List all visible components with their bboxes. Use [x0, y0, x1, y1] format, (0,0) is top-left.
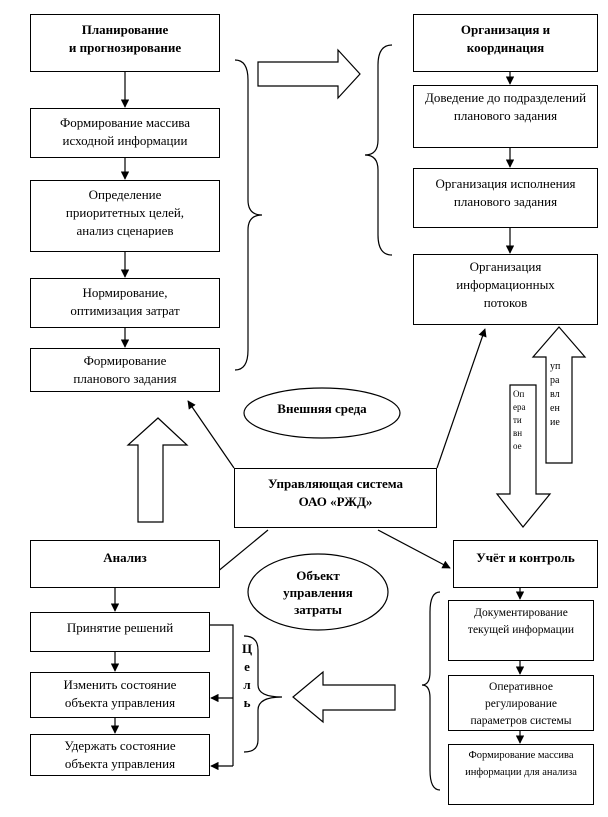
- organization-step-3: Организация информационных потоков: [413, 254, 598, 325]
- organization-step-1: Доведение до подразделений планового зад…: [413, 85, 598, 148]
- planning-step-3: Нормирование, оптимизация затрат: [30, 278, 220, 328]
- object-label: Объект управления затраты: [283, 568, 353, 617]
- analysis-step-2: Изменить состояние объекта управления: [30, 672, 210, 718]
- goal-label: Ц е л ь: [241, 641, 253, 710]
- planning-step-2: Определение приоритетных целей, анализ с…: [30, 180, 220, 252]
- planning-box: Планирование и прогнозирование: [30, 14, 220, 72]
- accounting-box: Учёт и контроль: [453, 540, 598, 588]
- control-system-box: Управляющая система ОАО «РЖД»: [234, 468, 437, 528]
- planning-step-4: Формирование планового задания: [30, 348, 220, 392]
- analysis-step-1: Принятие решений: [30, 612, 210, 652]
- planning-step-1: Формирование массива исходной информации: [30, 108, 220, 158]
- organization-box: Организация и координация: [413, 14, 598, 72]
- analysis-box: Анализ: [30, 540, 220, 588]
- accounting-step-2: Оперативное регулирование параметров сис…: [448, 675, 594, 731]
- accounting-step-3: Формирование массива информации для анал…: [448, 744, 594, 805]
- operative-arrow-label: Оп ера ти вн ое: [513, 389, 526, 451]
- organization-step-2: Организация исполнения планового задания: [413, 168, 598, 228]
- control-arrow-label: уп ра вл ен ие: [550, 361, 561, 428]
- external-environment-label: Внешняя среда: [277, 401, 367, 416]
- accounting-step-1: Документирование текущей информации: [448, 600, 594, 661]
- analysis-step-3: Удержать состояние объекта управления: [30, 734, 210, 776]
